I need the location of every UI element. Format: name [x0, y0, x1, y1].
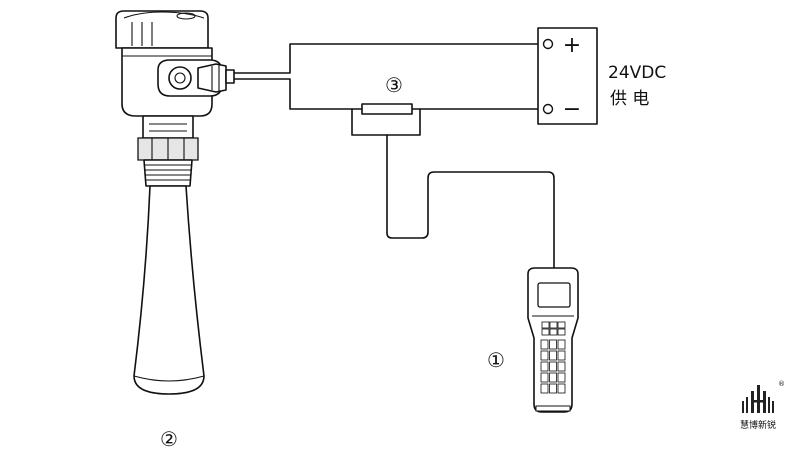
- handheld-key: [557, 372, 566, 383]
- handheld-key: [557, 361, 566, 372]
- handheld-key: [540, 350, 549, 361]
- handheld-keypad: [540, 321, 566, 394]
- resistor-body: [361, 103, 413, 115]
- handheld-key: [557, 350, 566, 361]
- sense-resistor: ③: [351, 73, 421, 136]
- handheld-key: [557, 383, 566, 394]
- thread: [143, 159, 193, 187]
- handheld-callout: ①: [487, 348, 505, 372]
- negative-wire-left: [230, 78, 363, 110]
- logo-mark: [742, 385, 774, 413]
- horn-antenna: [133, 185, 205, 395]
- supply-label: 供 电: [610, 89, 649, 109]
- logo-text: 慧博新锐: [740, 419, 776, 431]
- supply-voltage-label: 24VDC: [608, 63, 666, 83]
- handheld-key-down: [549, 328, 558, 336]
- handheld-key: [549, 339, 557, 350]
- plus-sign: +: [563, 33, 581, 58]
- radar-transmitter: ②: [115, 10, 235, 450]
- handheld-key: [549, 350, 557, 361]
- positive-terminal: [542, 38, 554, 50]
- handheld-key-fn: [557, 321, 566, 329]
- handheld-key: [540, 339, 549, 350]
- negative-terminal: [542, 103, 554, 115]
- handheld-key: [549, 372, 557, 383]
- handheld-key-up: [549, 321, 558, 329]
- handheld-screen: [537, 282, 571, 308]
- positive-wire: [230, 43, 544, 74]
- vent-plug: [168, 66, 192, 90]
- power-supply: + − 24VDC 供 电: [537, 27, 666, 125]
- handheld-key: [540, 383, 549, 394]
- handheld-key: [549, 383, 557, 394]
- handheld-key-right: [557, 328, 566, 336]
- minus-sign: −: [563, 97, 581, 122]
- transmitter-callout: ②: [160, 427, 178, 450]
- handheld-communicator: ①: [487, 267, 579, 413]
- handheld-key: [540, 372, 549, 383]
- resistor-callout: ③: [385, 73, 403, 97]
- handheld-key: [557, 339, 566, 350]
- neck: [142, 115, 194, 139]
- handheld-key: [549, 361, 557, 372]
- communicator-cable: [386, 134, 555, 270]
- brand-logo: ® 慧博新锐: [740, 380, 785, 431]
- housing-lid: [115, 10, 209, 49]
- handheld-key: [540, 361, 549, 372]
- logo-registered-mark: ®: [778, 380, 785, 388]
- loop-wiring: [230, 43, 544, 110]
- handheld-key-left: [541, 328, 550, 336]
- resistor-tap: [351, 108, 421, 136]
- handheld-key-fn: [541, 321, 550, 329]
